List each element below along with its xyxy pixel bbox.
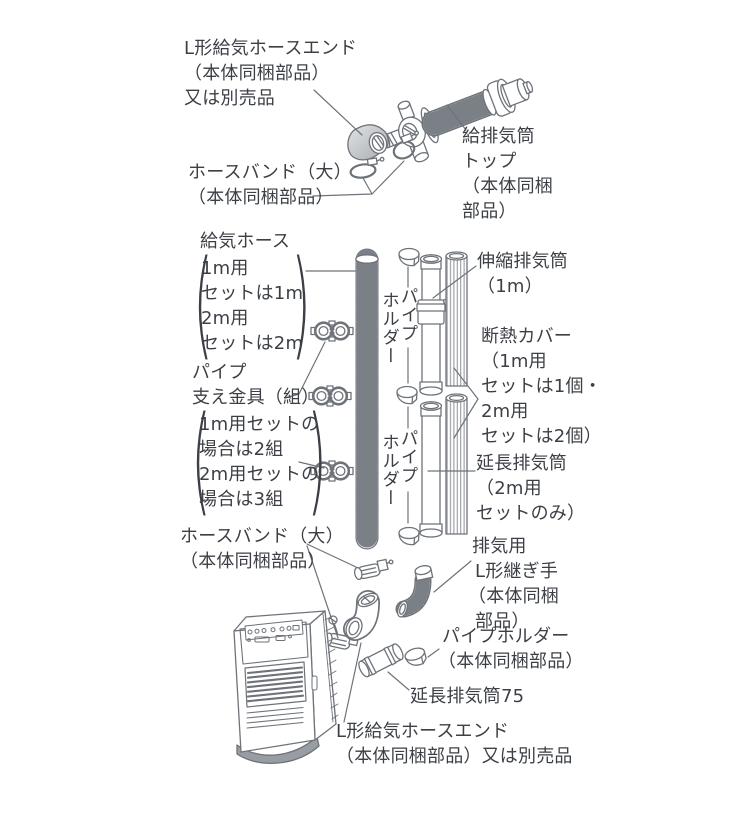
label-line: セットは2m <box>201 333 304 354</box>
label-line: L形給気ホースエンド <box>336 721 510 742</box>
pipe-support-bracket-drawing <box>308 320 354 482</box>
pipe-holder-part-drawing <box>404 647 427 666</box>
label-title: 給気ホース <box>200 231 291 252</box>
label-line: ホースバンド（大） <box>188 162 352 183</box>
extension-pipe-drawing <box>419 401 443 538</box>
label-line: 2m用 <box>481 401 529 422</box>
paren-lines: 1m用 セットは1m 2m用 セットは2m <box>201 256 303 356</box>
leader-lines <box>284 89 479 723</box>
label-extension-pipe: 延長排気筒 （2m用 セットのみ） <box>476 451 585 526</box>
hose-clamp-drawing-top-1 <box>392 130 420 160</box>
label-line: 給排気筒 <box>462 126 535 147</box>
label-line: （2m用 <box>476 478 542 499</box>
l-hose-end-drawing-top <box>347 124 389 161</box>
label-line: 部品） <box>462 201 517 222</box>
paren-group: ( 1m用 セットは1m 2m用 セットは2m ) <box>186 234 318 372</box>
insulation-cover-drawing-2 <box>445 393 468 535</box>
hose-clamp-drawing-top-2 <box>349 156 385 179</box>
label-line: L形継ぎ手 <box>475 561 559 582</box>
l-hose-end-drawing-bottom <box>343 590 380 641</box>
label-pipe-holder-vertical-2: パイプ ホルダー <box>379 429 419 507</box>
label-column: ホルダー <box>379 433 400 507</box>
label-line: （本体同梱部品） <box>180 551 326 572</box>
paren-lines: 1m用セットの 場合は2組 2m用セットの 場合は3組 <box>199 412 319 512</box>
label-exhaust-l-joint: 排気用 L形継ぎ手 （本体同梱 部品） <box>468 534 559 634</box>
label-line: 排気用 <box>472 536 527 557</box>
label-line: （本体同梱部品）又は別売品 <box>336 746 573 767</box>
label-pipe-holder-part: パイプホルダー （本体同梱部品） <box>438 624 584 674</box>
label-line: （本体同梱 <box>462 176 553 197</box>
label-line: セットは2個） <box>481 426 602 447</box>
insulation-cover-drawing-1 <box>445 251 468 387</box>
paren-group: ( 1m用セットの 場合は2組 2m用セットの 場合は3組 ) <box>184 390 334 528</box>
label-line: ホースバンド（大） <box>180 526 344 547</box>
label-line: セットのみ） <box>476 503 586 524</box>
label-line: 場合は2組 <box>199 439 284 460</box>
label-line: 2m用 <box>201 308 249 329</box>
label-line: 延長排気筒 <box>476 453 567 474</box>
big-paren-close: ) <box>291 234 311 372</box>
label-line: （1m用 <box>481 351 547 372</box>
label-line: セットは1m <box>201 283 304 304</box>
label-hose-band-top: ホースバンド（大） （本体同梱部品） <box>188 160 352 210</box>
label-telescopic-pipe: 伸縮排気筒 （1m） <box>477 249 568 299</box>
label-intake-hose: 給気ホース ( 1m用 セットは1m 2m用 セットは2m ) <box>186 229 318 372</box>
label-line: L形給気ホースエンド <box>184 38 358 59</box>
label-l-hose-end-bottom: L形給気ホースエンド （本体同梱部品）又は別売品 <box>336 719 573 769</box>
pipe-holder-clip-drawing <box>396 247 420 546</box>
label-title: パイプ <box>192 362 247 383</box>
label-line: セットは1個・ <box>481 376 602 397</box>
big-paren-close: ) <box>307 390 327 528</box>
heater-drawing <box>233 610 339 764</box>
extension-pipe-75-drawing <box>358 643 404 678</box>
label-line: （本体同梱部品） <box>188 187 334 208</box>
label-line: 延長排気筒75 <box>410 686 525 707</box>
label-line: 又は別売品 <box>184 88 275 109</box>
label-title: 支え金具（組） <box>192 387 320 408</box>
label-line: （本体同梱部品） <box>184 63 330 84</box>
intake-hose-drawing <box>355 248 379 550</box>
label-column: パイプ <box>398 287 419 343</box>
label-line: トップ <box>462 151 517 172</box>
label-hose-band-bottom: ホースバンド（大） （本体同梱部品） <box>180 524 344 574</box>
label-pipe-support: パイプ 支え金具（組） ( 1m用セットの 場合は2組 2m用セットの 場合は3… <box>184 360 334 528</box>
label-column: ホルダー <box>379 291 400 365</box>
label-line: 場合は3組 <box>199 489 284 510</box>
label-line: （本体同梱 <box>468 586 559 607</box>
label-line: （1m） <box>477 276 543 297</box>
label-line: 1m用セットの <box>199 414 320 435</box>
label-l-hose-end-top: L形給気ホースエンド （本体同梱部品） 又は別売品 <box>184 36 357 111</box>
label-insulation-cover: 断熱カバー （1m用 セットは1個・ 2m用 セットは2個） <box>481 324 602 449</box>
label-pipe-holder-vertical-1: パイプ ホルダー <box>379 287 419 365</box>
label-line: 2m用セットの <box>199 464 320 485</box>
label-flue-top: 給排気筒 トップ （本体同梱 部品） <box>462 124 553 224</box>
big-paren-open: ( <box>193 234 213 372</box>
label-line: 伸縮排気筒 <box>477 251 568 272</box>
label-extension-pipe-75: 延長排気筒75 <box>410 684 524 709</box>
exhaust-l-joint-drawing <box>395 565 434 618</box>
label-line: 部品） <box>475 611 530 632</box>
label-line: 断熱カバー <box>481 326 572 347</box>
label-column: パイプ <box>398 429 419 485</box>
label-line: パイプホルダー <box>442 626 570 647</box>
label-line: 1m用 <box>201 258 249 279</box>
label-line: （本体同梱部品） <box>438 651 584 672</box>
hose-band-drawing-mid <box>353 558 394 581</box>
big-paren-open: ( <box>191 390 211 528</box>
